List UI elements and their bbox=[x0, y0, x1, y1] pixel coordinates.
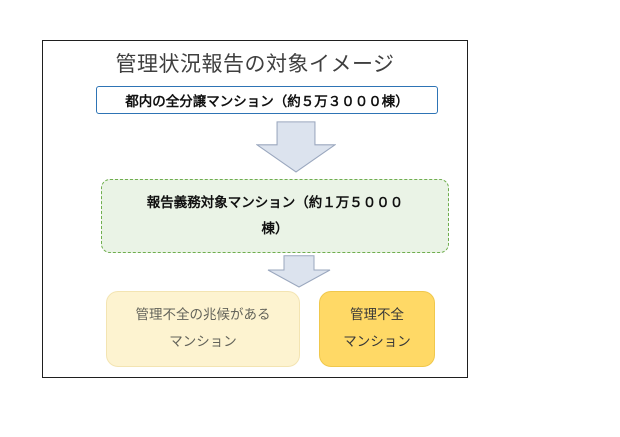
middle-box-label-line2: 棟） bbox=[261, 221, 289, 237]
diagram-title: 管理状況報告の対象イメージ bbox=[115, 52, 395, 76]
middle-box-report-obligation: 報告義務対象マンション（約１万５０００ 棟） bbox=[101, 179, 449, 253]
down-arrow-icon bbox=[267, 255, 331, 288]
bottom-left-box-signs-of-poor-management: 管理不全の兆候がある マンション bbox=[106, 291, 300, 367]
bottom-right-label-line1: 管理不全 bbox=[350, 307, 404, 323]
bottom-left-label-line2: マンション bbox=[169, 334, 237, 350]
bottom-right-label-line2: マンション bbox=[343, 334, 411, 350]
bottom-left-label-line1: 管理不全の兆候がある bbox=[135, 307, 271, 323]
top-box-label: 都内の全分譲マンション（約５万３０００棟） bbox=[125, 94, 409, 110]
top-box-all-condominiums: 都内の全分譲マンション（約５万３０００棟） bbox=[96, 86, 438, 114]
middle-box-label-line1: 報告義務対象マンション（約１万５０００ bbox=[146, 195, 404, 211]
diagram-frame: 管理状況報告の対象イメージ 都内の全分譲マンション（約５万３０００棟） 報告義務… bbox=[42, 40, 468, 378]
down-arrow-icon bbox=[256, 121, 336, 173]
bottom-right-box-poorly-managed: 管理不全 マンション bbox=[319, 291, 435, 367]
